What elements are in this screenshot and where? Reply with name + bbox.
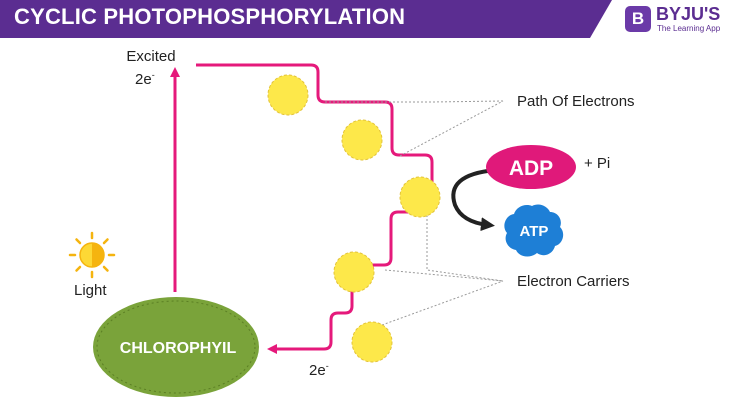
- excited-electron-label: 2e-: [135, 70, 155, 88]
- atp-blob: [504, 204, 564, 257]
- chlorophyll-label: CHLOROPHYIL: [120, 340, 237, 357]
- electron-carriers-label: Electron Carriers: [517, 273, 630, 290]
- electron-path-line: [196, 63, 434, 354]
- header-banner: [0, 0, 612, 38]
- leader-lines: [325, 100, 504, 326]
- atp-label: ATP: [520, 223, 549, 240]
- adp-ellipse: [486, 145, 576, 189]
- electron-carrier: [267, 74, 309, 116]
- excited-label-line1: Excited: [126, 48, 176, 65]
- sun-icon: [68, 231, 116, 279]
- path-of-electrons-label: Path Of Electrons: [517, 93, 635, 110]
- excited-label: Excited 2e-: [121, 48, 181, 89]
- electron-carrier: [341, 119, 383, 161]
- pi-label: + Pi: [584, 155, 611, 172]
- logo-name: BYJU'S: [656, 4, 721, 24]
- adp-label: ADP: [509, 157, 553, 180]
- electron-carrier: [333, 251, 375, 293]
- logo-tagline: The Learning App: [657, 24, 721, 33]
- adp-to-atp-arrow: [451, 168, 496, 232]
- electron-carrier: [399, 176, 441, 218]
- electron-carrier: [351, 321, 393, 363]
- chlorophyll-ellipse: [93, 297, 259, 397]
- light-label: Light: [74, 282, 107, 299]
- electron-carriers: [267, 74, 441, 363]
- logo-badge-icon: B: [625, 6, 651, 32]
- byjus-logo: B BYJU'S The Learning App: [625, 4, 745, 36]
- return-electron-label: 2e-: [309, 361, 329, 379]
- page-title: CYCLIC PHOTOPHOSPHORYLATION: [14, 4, 406, 29]
